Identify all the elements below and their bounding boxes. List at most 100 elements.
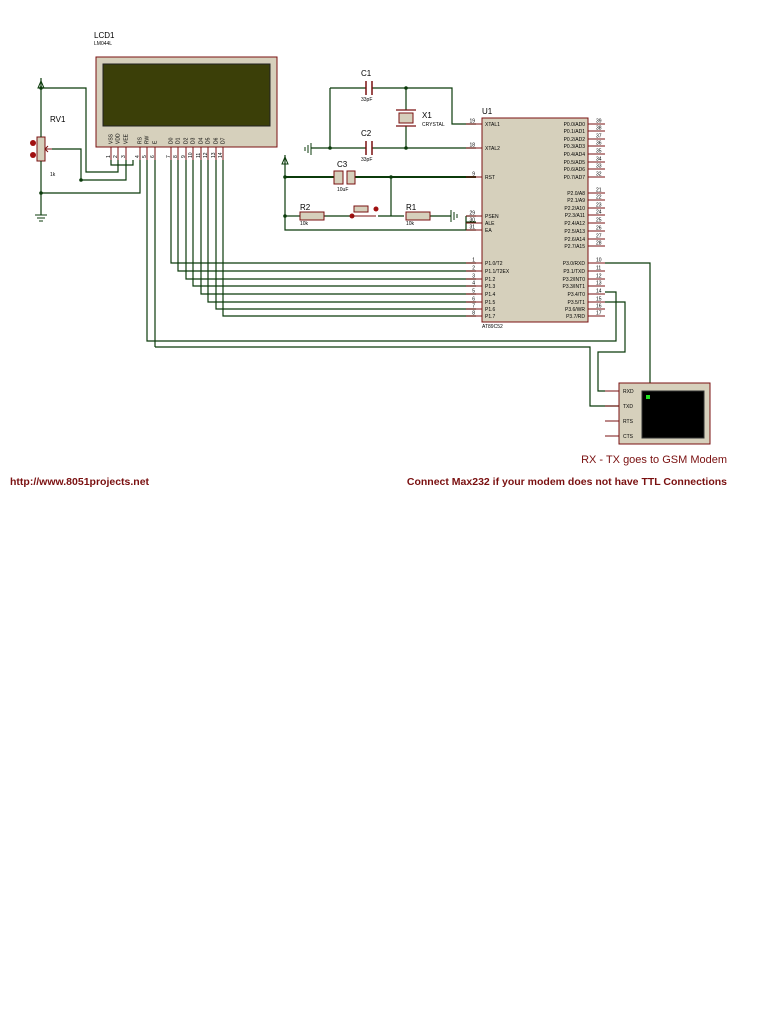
u1-pin-number: 29: [469, 211, 475, 217]
lcd-pin-number: 3: [121, 155, 127, 158]
r2-ref: R2: [300, 203, 311, 212]
u1-part: AT89C52: [482, 324, 503, 330]
lcd-pin-label: D7: [221, 137, 227, 144]
rv1-terminal: [30, 140, 36, 146]
u1-pin-label: P1.7: [485, 314, 496, 320]
u1-pin-number: 7: [472, 304, 475, 310]
u1-pin-label: P2.6/A14: [564, 237, 585, 243]
note-rx-tx: RX - TX goes to GSM Modem: [581, 454, 727, 466]
wires-reset: [284, 165, 476, 231]
u1-pin-label: XTAL2: [485, 146, 500, 152]
u1-pin-label: P3.3/INT1: [562, 284, 585, 290]
u1-pin-number: 30: [469, 218, 475, 224]
note-website-url[interactable]: http://www.8051projects.net: [10, 476, 150, 488]
u1-pin-number: 14: [596, 289, 602, 295]
terminal-pin-label: TXD: [623, 404, 633, 410]
lcd-pin-label: RW: [145, 135, 151, 144]
lcd-pin-number: 14: [218, 152, 224, 158]
u1-pin-label: PSEN: [485, 214, 499, 220]
lcd-pin-number: 13: [211, 152, 217, 158]
u1-pin-number: 26: [596, 226, 602, 232]
lcd-pin-number: 2: [113, 155, 119, 158]
u1-pin-label: EA: [485, 228, 492, 234]
u1-pin-number: 11: [596, 266, 601, 272]
u1-pin-label: P1.2: [485, 277, 496, 283]
u1-pin-number: 35: [596, 149, 602, 155]
u1-pin-label: P2.7/A15: [564, 244, 585, 250]
lcd-pin-label: VEE: [124, 133, 130, 144]
u1-pin-number: 6: [472, 297, 475, 303]
u1-pin-label: P3.2/INT0: [562, 277, 585, 283]
u1-left-pins: XTAL119XTAL218RST9PSEN29ALE30EA31P1.0/T2…: [466, 119, 510, 320]
lcd-pin-label: D6: [214, 137, 220, 144]
ground-symbol: [35, 214, 47, 222]
lcd-pin-number: 1: [106, 155, 112, 158]
lcd-pin-label: D5: [206, 137, 212, 144]
lcd-pin-number: 8: [173, 155, 179, 158]
u1-pin-number: 27: [596, 234, 602, 240]
u1-pin-label: P2.5/A13: [564, 229, 585, 235]
lcd-pin-label: VSS: [109, 133, 115, 144]
u1-pin-label: P1.5: [485, 300, 496, 306]
terminal-pin-label: RXD: [623, 389, 634, 395]
lcd-pin-number: 7: [166, 155, 172, 158]
u1-pin-label: RST: [485, 175, 495, 181]
u1-pin-number: 33: [596, 164, 602, 170]
u1-pin-label: P0.5/AD5: [564, 160, 586, 166]
ground-symbol: [304, 143, 312, 155]
rv1-terminal: [30, 152, 36, 158]
u1-pin-number: 4: [472, 281, 475, 287]
u1-pin-number: 9: [472, 172, 475, 178]
u1-pin-label: P0.1/AD1: [564, 129, 586, 135]
reset-pushbutton: [349, 205, 379, 219]
u1-pin-label: XTAL1: [485, 122, 500, 128]
u1-pin-number: 34: [596, 157, 602, 163]
lcd-pin-label: D1: [176, 137, 182, 144]
u1-body: [481, 117, 589, 323]
capacitor-c3: C3 10uF: [333, 160, 356, 193]
capacitor-c1: C1 33pF: [361, 69, 373, 103]
u1-pin-number: 32: [596, 172, 602, 178]
u1-pin-label: P1.0/T2: [485, 261, 503, 267]
u1-pin-label: P1.1/T2EX: [485, 269, 510, 275]
u1-pin-label: P2.1/A9: [567, 198, 585, 204]
u1-pin-number: 36: [596, 141, 602, 147]
u1-pin-number: 39: [596, 119, 602, 125]
u1-pin-label: P3.0/RXD: [563, 261, 586, 267]
u1-pin-label: P0.3/AD3: [564, 144, 586, 150]
lcd-pin-label: D4: [199, 137, 205, 144]
u1-pin-label: P2.0/A8: [567, 191, 585, 197]
u1-pin-number: 28: [596, 241, 602, 247]
u1-pin-number: 5: [472, 289, 475, 295]
u1-pin-label: P3.6/WR: [565, 307, 585, 313]
wires-left: [40, 87, 617, 347]
u1-pin-number: 2: [472, 266, 475, 272]
lcd-pin-number: 4: [135, 155, 141, 158]
rv1-body: [36, 136, 46, 162]
u1-pin-label: ALE: [485, 221, 495, 227]
lcd-pin-number: 10: [188, 152, 194, 158]
wires-oscillator: [311, 87, 476, 149]
note-max232: Connect Max232 if your modem does not ha…: [407, 476, 727, 488]
microcontroller-u1: U1 AT89C52 XTAL119XTAL218RST9PSEN29ALE30…: [466, 107, 605, 330]
lcd-pin-label: VDD: [116, 133, 122, 144]
u1-pin-label: P3.4/T0: [567, 292, 585, 298]
c1-value: 33pF: [361, 97, 372, 103]
potentiometer-rv1: RV1 1k: [30, 115, 66, 178]
terminal-cursor: [646, 395, 650, 399]
u1-pin-label: P1.4: [485, 292, 496, 298]
c3-value: 10uF: [337, 187, 348, 193]
u1-pin-number: 10: [596, 258, 602, 264]
ground-symbol: [450, 210, 458, 222]
u1-pin-label: P2.4/A12: [564, 221, 585, 227]
u1-pin-number: 19: [469, 119, 475, 125]
u1-pin-number: 24: [596, 210, 602, 216]
lcd-pin-number: 5: [142, 155, 148, 158]
u1-pin-label: P1.6: [485, 307, 496, 313]
c2-value: 33pF: [361, 157, 372, 163]
lcd-pin-number: 6: [150, 155, 156, 158]
c3-ref: C3: [337, 160, 348, 169]
lcd-pin-number: 11: [196, 153, 202, 158]
